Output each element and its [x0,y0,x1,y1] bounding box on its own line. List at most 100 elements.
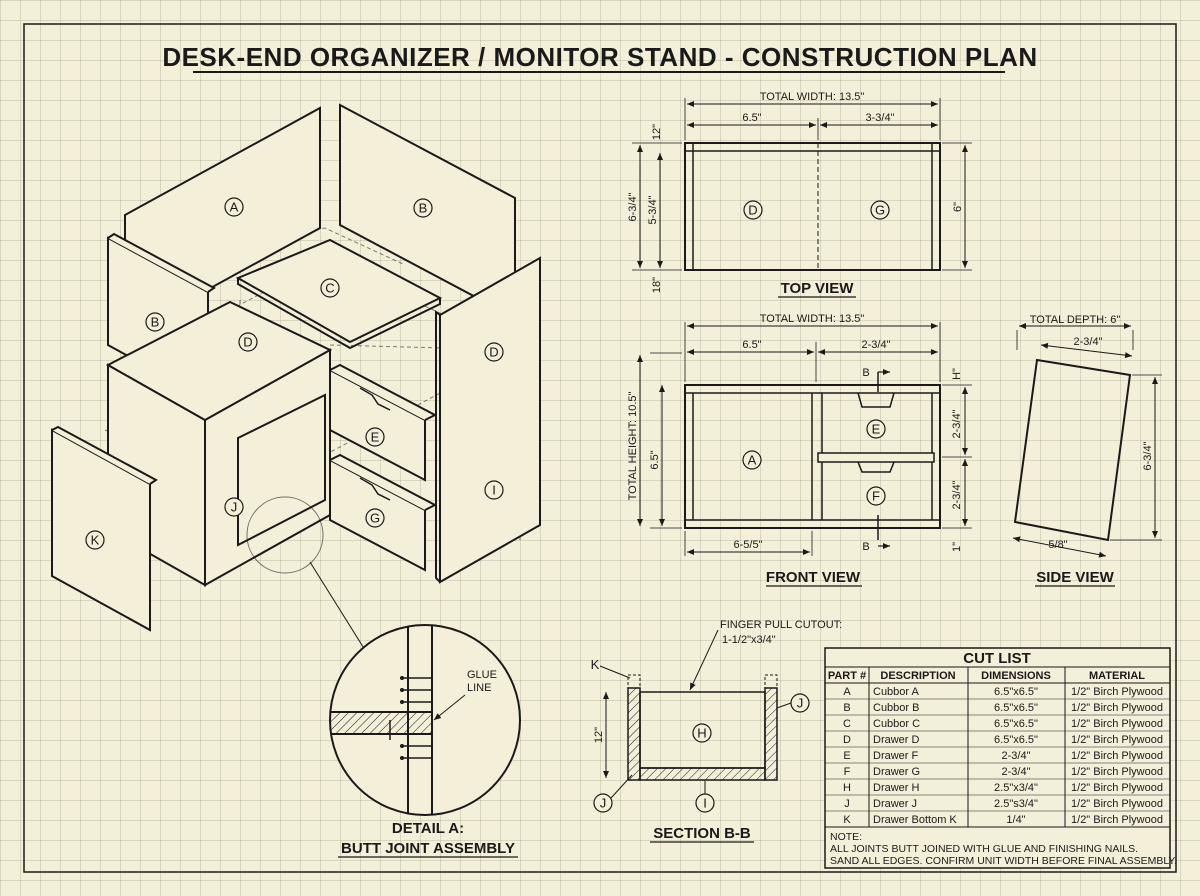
front-height-inner: 6.5" [649,450,661,469]
table-cell: H [843,782,851,794]
section-mark-bottom: B [862,541,869,553]
table-cell: K [843,814,851,826]
table-cell: 1/2" Birch Plywood [1071,718,1163,730]
table-cell: 6.5"x6.5" [994,702,1038,714]
table-cell: F [844,766,851,778]
top-view-outline [684,142,941,271]
col-description: DESCRIPTION [880,670,955,682]
table-cell: Drawer J [873,798,917,810]
side-view-label: SIDE VIEW [1036,569,1114,586]
col-part: PART # [828,670,866,682]
front-part-a: A [748,453,757,468]
iso-label-k: K [91,533,100,548]
table-cell: Drawer G [873,766,920,778]
top-view: D G TOTAL WIDTH: 13.5" 6.5" 3-3/4" 6-3/4… [627,91,972,298]
cut-list-table: CUT LIST PART # DESCRIPTION DIMENSIONS M… [824,647,1177,869]
side-height: 6-3/4" [1142,441,1154,470]
iso-label-b: B [419,201,428,216]
detail-label-1: DETAIL A: [392,820,464,837]
table-cell: Cubbor C [873,718,920,730]
isometric-exploded-view [51,103,541,632]
front-width-2: 2-3/4" [862,339,891,351]
table-cell: Drawer D [873,734,920,746]
cut-list-title: CUT LIST [963,650,1031,667]
table-cell: A [843,686,851,698]
col-dimensions: DIMENSIONS [981,670,1051,682]
table-cell: C [843,718,851,730]
table-cell: Drawer Bottom K [873,814,957,826]
front-view-label: FRONT VIEW [766,569,861,586]
table-cell: 2.5"x3/4" [994,782,1038,794]
table-cell: 1/2" Birch Plywood [1071,766,1163,778]
table-cell: Drawer F [873,750,919,762]
table-cell: 1/2" Birch Plywood [1071,702,1163,714]
front-row-1: H" [951,368,963,380]
top-width-1: 6.5" [742,112,761,124]
section-part-h: H [697,726,706,741]
table-cell: 1/2" Birch Plywood [1071,782,1163,794]
detail-label-2: BUTT JOINT ASSEMBLY [341,840,515,857]
front-view-outline [684,384,941,529]
table-cell: 6.5"x6.5" [994,734,1038,746]
side-top-width: 2-3/4" [1074,336,1103,348]
section-b-b: H FINGER PULL CUTOUT: 1-1/2"x3/4" K J J … [591,619,842,843]
glue-label-2: LINE [467,682,491,694]
top-height-inner: 5-3/4" [647,195,659,224]
detail-a: GLUE LINE DETAIL A: BUTT JOINT ASSEMBLY [246,496,521,858]
front-part-e: E [872,422,881,437]
iso-label-i: I [492,483,496,498]
note-title: NOTE: [830,831,862,843]
iso-label-c: C [325,281,334,296]
table-cell: 6.5"x6.5" [994,686,1038,698]
iso-label-b-side: B [151,315,160,330]
front-row-3: 2-3/4" [951,480,963,509]
table-cell: J [844,798,850,810]
panel-d-right [439,256,541,584]
top-width-2: 3-3/4" [866,112,895,124]
table-cell: E [843,750,850,762]
front-view: A E F B B TOTAL WIDTH: 13.5" 6.5" 2-3/4"… [627,313,972,587]
top-height-right: 6" [952,202,964,212]
table-cell: 6.5"x6.5" [994,718,1038,730]
table-cell: 1/4" [1006,814,1025,826]
top-total-width: TOTAL WIDTH: 13.5" [760,91,865,103]
table-cell: 2-3/4" [1002,750,1031,762]
front-total-width: TOTAL WIDTH: 13.5" [760,313,865,325]
iso-label-j: J [231,500,238,515]
table-cell: Cubbor B [873,702,919,714]
finger-pull-callout-2: 1-1/2"x3/4" [722,634,776,646]
col-material: MATERIAL [1089,670,1145,682]
table-cell: 1/2" Birch Plywood [1071,750,1163,762]
front-width-1: 6.5" [742,339,761,351]
side-bottom: 5/8" [1048,539,1067,551]
top-part-d: D [748,203,757,218]
table-cell: 1/2" Birch Plywood [1071,798,1163,810]
section-part-k: K [591,657,600,672]
section-part-j-left: J [600,796,607,811]
section-label: SECTION B-B [653,825,751,842]
iso-labels: A B C D B D E G I J K [85,197,504,550]
table-cell: Drawer H [873,782,920,794]
top-offset-top: 12" [651,124,663,140]
table-cell: Cubbor A [873,686,920,698]
side-view-outline [1013,358,1132,542]
top-part-g: G [875,203,885,218]
iso-label-g: G [370,511,380,526]
front-part-f: F [872,489,880,504]
table-cell: 1/2" Birch Plywood [1071,814,1163,826]
iso-label-a: A [230,200,239,215]
top-offset-bottom: 18" [651,277,663,293]
front-row-2: 2-3/4" [951,409,963,438]
section-mark-top: B [862,367,869,379]
top-height-left: 6-3/4" [627,192,639,221]
note-line-2: SAND ALL EDGES. CONFIRM UNIT WIDTH BEFOR… [830,855,1177,867]
side-view: TOTAL DEPTH: 6" 2-3/4" 6-3/4" 5/8" SIDE … [1012,314,1162,587]
sheet-border [23,23,1177,873]
table-cell: D [843,734,851,746]
iso-label-d-left: D [243,335,252,350]
iso-label-e: E [371,430,380,445]
drawer-e [329,368,426,482]
front-row-4: 1" [951,542,963,552]
table-cell: B [843,702,850,714]
